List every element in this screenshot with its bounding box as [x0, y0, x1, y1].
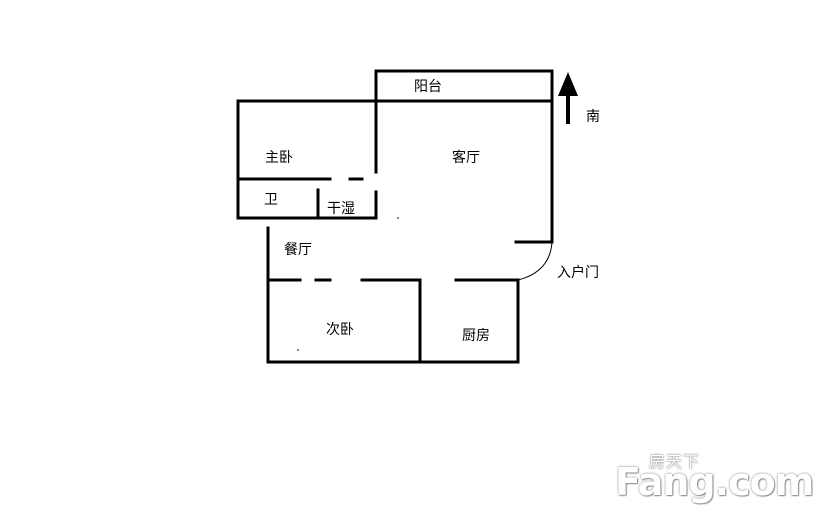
walls: [236, 69, 554, 364]
speck: [296, 348, 300, 352]
door-swing-arc: [517, 241, 553, 281]
entrance-door: [517, 241, 553, 281]
speck: [396, 216, 400, 220]
north-arrow-icon: [558, 72, 578, 124]
watermark-en: Fang.com: [615, 460, 814, 504]
compass-label: 南: [586, 109, 600, 125]
room-label-balcony: 阳台: [414, 79, 442, 95]
entrance-label: 入户门: [557, 265, 599, 281]
room-label-second-bedroom: 次卧: [326, 322, 354, 338]
room-label-dining-room: 餐厅: [284, 242, 312, 258]
balcony-wall: [374, 69, 554, 103]
room-label-master-bedroom: 主卧: [265, 150, 293, 166]
watermark-logo: 房天下 Fang.com: [615, 448, 814, 508]
watermark-cn: 房天下: [649, 452, 701, 471]
room-label-bathroom: 卫: [264, 192, 278, 208]
living-room-right-wall: [514, 99, 554, 244]
room-label-kitchen: 厨房: [462, 328, 490, 344]
master-bedroom-wall: [236, 99, 378, 220]
arrow-head: [558, 72, 578, 96]
room-label-dry-wet: 干湿: [327, 201, 355, 217]
middle-wall: [266, 278, 520, 364]
room-label-living-room: 客厅: [452, 150, 480, 166]
